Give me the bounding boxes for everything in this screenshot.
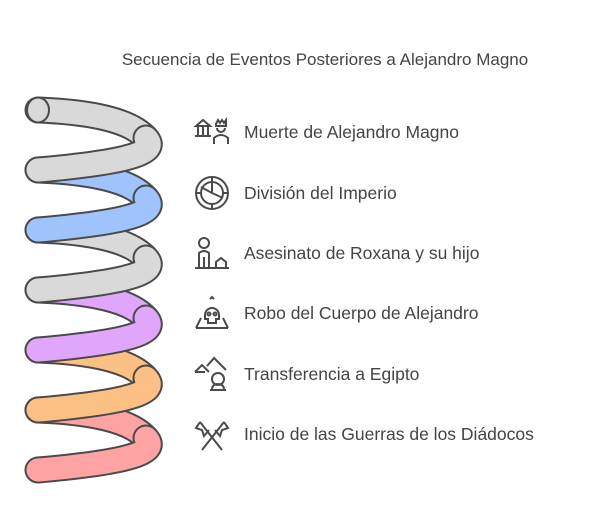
event-item-4: Robo del Cuerpo de Alejandro: [192, 293, 478, 333]
event-item-2: División del Imperio: [192, 173, 397, 213]
diagram-title: Secuencia de Eventos Posteriores a Aleja…: [121, 50, 529, 69]
event-item-3: Asesinato de Roxana y su hijo: [192, 233, 479, 273]
coil-front-strand: [24, 364, 163, 424]
event-label: Robo del Cuerpo de Alejandro: [244, 302, 479, 323]
coil-front-strand: [24, 124, 163, 184]
event-label: Asesinato de Roxana y su hijo: [244, 242, 480, 263]
temple-king-icon: [193, 116, 229, 144]
skull-icon: [195, 295, 229, 329]
coil-front-strand: [24, 244, 163, 304]
event-item-1: Muerte de Alejandro Magno: [192, 112, 459, 152]
person-house-icon: [195, 237, 229, 269]
coil-front-strand: [24, 304, 163, 364]
coil-front-strand: [24, 424, 163, 484]
spiral-coil: [24, 96, 163, 484]
event-label: Muerte de Alejandro Magno: [244, 121, 459, 142]
coil-front-strand: [24, 184, 163, 244]
crossed-flags-icon: [194, 421, 230, 451]
coil-back-strand: [24, 96, 160, 152]
event-item-5: Transferencia a Egipto: [192, 354, 419, 394]
coil-top-cap: [26, 96, 50, 124]
divided-circle-icon: [195, 176, 229, 210]
event-item-6: Inicio de las Guerras de los Diádocos: [192, 414, 534, 454]
event-label: Inicio de las Guerras de los Diádocos: [244, 423, 534, 444]
event-label: Transferencia a Egipto: [244, 363, 420, 384]
event-label: División del Imperio: [244, 182, 397, 203]
mountains-person-icon: [194, 356, 227, 391]
